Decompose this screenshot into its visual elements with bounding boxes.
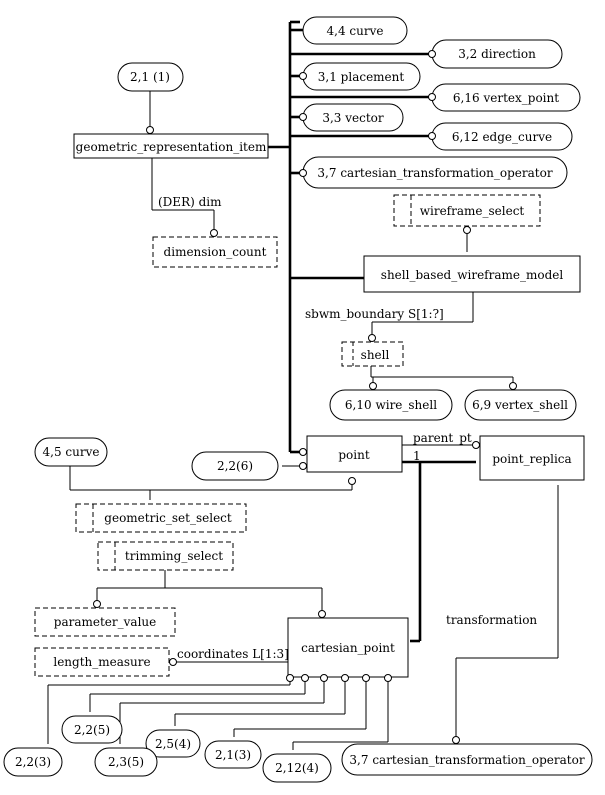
reference-3-7-cto-top[interactable]: 3,7 cartesian_transformation_operator [302, 156, 568, 189]
reference-6-10-wire-shell[interactable]: 6,10 wire_shell [329, 389, 453, 421]
svg-text:length_measure: length_measure [53, 655, 150, 669]
svg-text:dimension_count: dimension_count [164, 245, 267, 259]
svg-text:3,3 vector: 3,3 vector [322, 111, 384, 125]
reference-2-2-3[interactable]: 2,2(3) [3, 747, 63, 777]
svg-text:6,9 vertex_shell: 6,9 vertex_shell [472, 398, 568, 412]
svg-text:2,2(3): 2,2(3) [15, 755, 51, 769]
svg-text:shell: shell [361, 348, 390, 362]
svg-text:point_replica: point_replica [492, 452, 571, 466]
svg-text:shell_based_wireframe_model: shell_based_wireframe_model [381, 268, 564, 282]
svg-text:2,5(4): 2,5(4) [155, 737, 191, 751]
entity-point[interactable]: point [306, 435, 403, 473]
reference-3-7-cto-bottom[interactable]: 3,7 cartesian_transformation_operator [341, 743, 593, 776]
svg-text:geometric_set_select: geometric_set_select [104, 511, 232, 525]
svg-text:2,12(4): 2,12(4) [275, 761, 319, 775]
svg-text:wireframe_select: wireframe_select [420, 204, 525, 218]
svg-text:cartesian_point: cartesian_point [301, 641, 395, 655]
label-coordinates: coordinates L[1:3] [177, 647, 289, 661]
label-sbwm-boundary: sbwm_boundary S[1:?] [305, 307, 444, 321]
svg-text:trimming_select: trimming_select [125, 549, 223, 563]
type-parameter-value[interactable]: parameter_value [34, 607, 176, 637]
svg-text:2,1 (1): 2,1 (1) [130, 70, 170, 84]
reference-2-2-5[interactable]: 2,2(5) [61, 715, 123, 744]
reference-4-4-curve[interactable]: 4,4 curve [302, 16, 408, 45]
entity-geometric-representation-item[interactable]: geometric_representation_item [73, 133, 269, 159]
svg-text:6,10 wire_shell: 6,10 wire_shell [345, 398, 437, 412]
entity-cartesian-point[interactable]: cartesian_point [287, 617, 409, 678]
svg-text:4,4 curve: 4,4 curve [327, 24, 384, 38]
reference-6-9-vertex-shell[interactable]: 6,9 vertex_shell [464, 389, 577, 421]
svg-text:2,2(5): 2,2(5) [74, 723, 110, 737]
type-dimension-count[interactable]: dimension_count [152, 236, 278, 268]
relationship-end-circles [93, 50, 517, 744]
reference-2-1-3[interactable]: 2,1(3) [204, 740, 262, 769]
reference-4-5-curve[interactable]: 4,5 curve [34, 437, 108, 467]
label-der-dim: (DER) dim [158, 195, 222, 209]
reference-2-3-5[interactable]: 2,3(5) [94, 747, 158, 777]
reference-6-12-edge-curve[interactable]: 6,12 edge_curve [431, 122, 573, 151]
svg-text:3,2 direction: 3,2 direction [458, 47, 536, 61]
reference-3-3-vector[interactable]: 3,3 vector [302, 103, 404, 132]
svg-text:point: point [338, 448, 369, 462]
svg-text:2,2(6): 2,2(6) [217, 459, 253, 473]
type-length-measure[interactable]: length_measure [34, 647, 170, 677]
reference-3-1-placement[interactable]: 3,1 placement [302, 62, 421, 91]
entity-shell-based-wireframe-model[interactable]: shell_based_wireframe_model [363, 255, 581, 293]
entity-point-replica[interactable]: point_replica [479, 435, 585, 481]
svg-text:2,1(3): 2,1(3) [215, 748, 251, 762]
reference-2-1-1[interactable]: 2,1 (1) [117, 62, 184, 92]
svg-text:geometric_representation_item: geometric_representation_item [76, 140, 267, 154]
type-trimming-select[interactable]: trimming_select [97, 541, 234, 571]
reference-2-2-6[interactable]: 2,2(6) [191, 451, 279, 481]
svg-text:6,12 edge_curve: 6,12 edge_curve [452, 130, 552, 144]
reference-6-16-vertex-point[interactable]: 6,16 vertex_point [431, 83, 581, 112]
svg-text:6,16 vertex_point: 6,16 vertex_point [453, 91, 559, 105]
svg-text:3,7 cartesian_transformation_o: 3,7 cartesian_transformation_operator [317, 166, 552, 180]
reference-2-5-4[interactable]: 2,5(4) [145, 729, 201, 758]
svg-text:2,3(5): 2,3(5) [108, 755, 144, 769]
svg-text:4,5 curve: 4,5 curve [43, 445, 100, 459]
type-geometric-set-select[interactable]: geometric_set_select [75, 503, 247, 533]
label-parent-pt: parent_pt [413, 431, 472, 445]
svg-text:parameter_value: parameter_value [54, 615, 156, 629]
reference-3-2-direction[interactable]: 3,2 direction [431, 39, 563, 69]
label-transformation: transformation [446, 613, 537, 627]
type-shell[interactable]: shell [341, 341, 404, 367]
type-wireframe-select[interactable]: wireframe_select [393, 194, 541, 227]
svg-text:3,7 cartesian_transformation_o: 3,7 cartesian_transformation_operator [349, 753, 584, 767]
label-cardinality-one: 1 [413, 449, 421, 463]
svg-text:3,1 placement: 3,1 placement [318, 70, 405, 84]
reference-2-12-4[interactable]: 2,12(4) [262, 753, 332, 783]
